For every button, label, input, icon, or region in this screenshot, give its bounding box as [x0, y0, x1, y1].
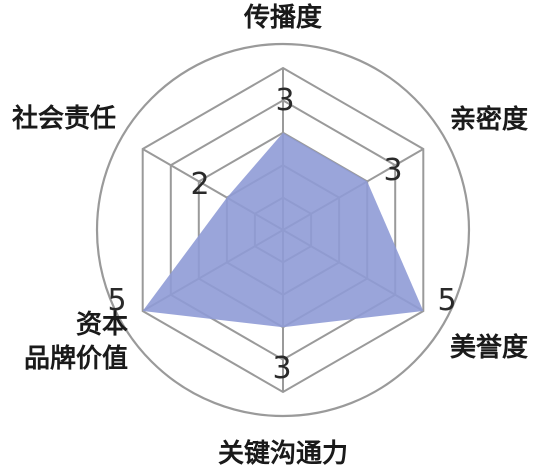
axis-label-1: 传播度 — [243, 2, 322, 33]
axis-label-2: 亲密度 — [450, 104, 528, 135]
radar-data — [142, 132, 424, 328]
value-label-3: 5 — [437, 283, 456, 318]
axis-label-4: 关键沟通力 — [218, 438, 348, 469]
value-label-6: 2 — [190, 167, 209, 202]
value-label-2: 3 — [383, 153, 402, 188]
axis-label-5: 资本品牌价值 — [24, 310, 128, 374]
value-label-1: 3 — [275, 83, 294, 118]
value-label-5: 5 — [107, 283, 126, 318]
axis-label-6: 社会责任 — [12, 103, 116, 134]
value-label-4: 3 — [272, 351, 291, 386]
axis-label-3: 美誉度 — [450, 332, 528, 363]
data-area — [142, 132, 424, 328]
outer-circle — [95, 42, 471, 418]
